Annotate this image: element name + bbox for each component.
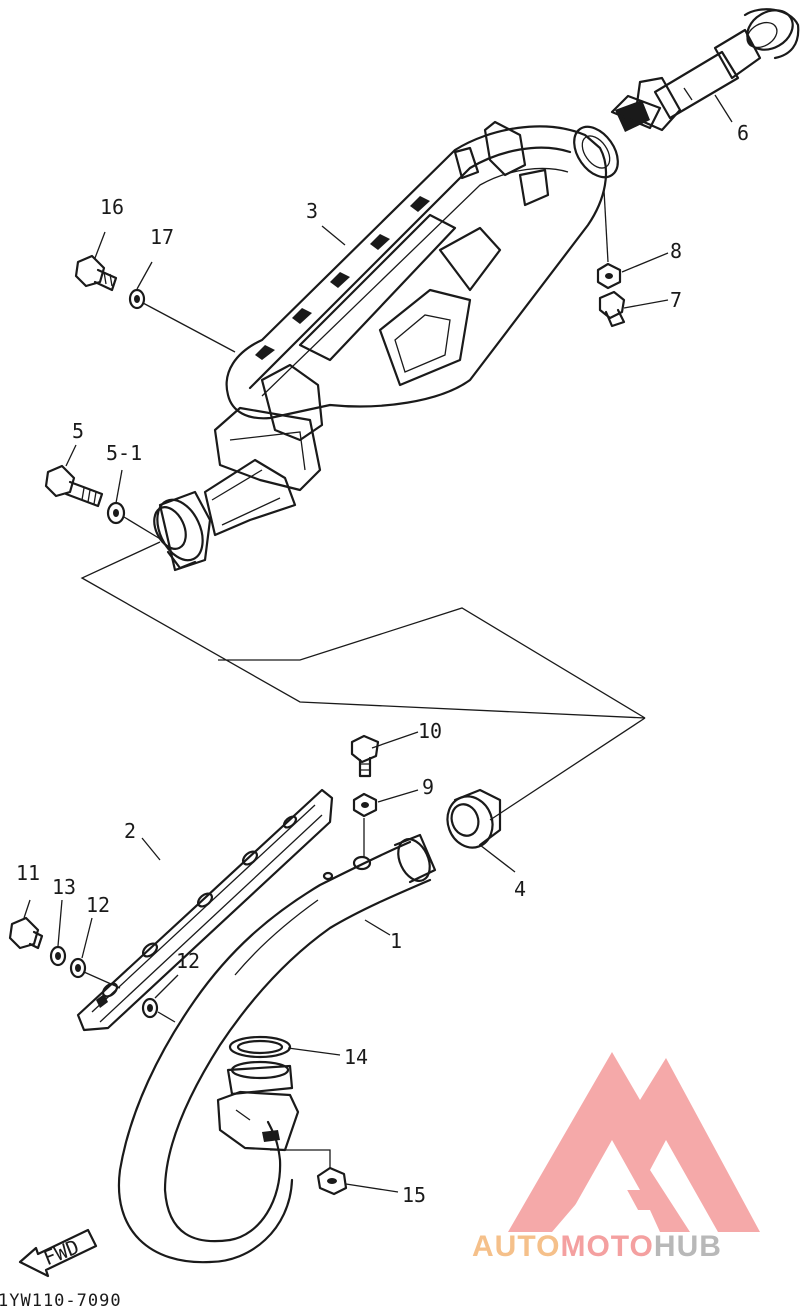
washer-17 [128, 288, 146, 310]
label-part-9: 9 [422, 775, 434, 799]
nut-9 [352, 792, 378, 818]
label-part-1: 1 [390, 929, 402, 953]
washer-5-1 [106, 501, 126, 525]
label-part-6: 6 [737, 121, 749, 145]
label-part-7: 7 [670, 288, 682, 312]
muffler [153, 120, 619, 572]
nut-8 [596, 262, 622, 290]
washer-12a [69, 957, 87, 979]
watermark-moto: MOTO [560, 1230, 653, 1263]
label-part-8: 8 [670, 239, 682, 263]
washer-13 [49, 945, 67, 967]
label-part-12b: 12 [176, 949, 200, 973]
label-part-10: 10 [418, 719, 442, 743]
bolt-16 [74, 254, 118, 292]
part-labels: 1 2 3 4 5 5-1 6 7 8 9 10 11 12 12 13 14 … [16, 121, 749, 1207]
label-part-11: 11 [16, 861, 40, 885]
watermark-logo-icon [508, 1052, 760, 1232]
fwd-label: FWD [40, 1234, 82, 1270]
assembly-guide [80, 541, 646, 719]
bolt-11 [8, 916, 44, 950]
label-part-13: 13 [52, 875, 76, 899]
label-part-3: 3 [306, 199, 318, 223]
bolt-5 [44, 464, 104, 508]
watermark-hub: HUB [654, 1230, 722, 1263]
watermark-auto: AUTO [472, 1230, 560, 1263]
watermark-brand: AUTOMOTOHUB [472, 1230, 722, 1263]
exhaust-flange [216, 1060, 300, 1152]
screw-7 [598, 290, 626, 328]
label-part-12a: 12 [86, 893, 110, 917]
nut-15 [316, 1166, 348, 1196]
automotohub-watermark: AUTOMOTOHUB [472, 1052, 760, 1263]
label-part-15: 15 [402, 1183, 426, 1207]
bolt-10 [350, 734, 380, 778]
washer-12b [141, 997, 159, 1019]
label-part-16: 16 [100, 195, 124, 219]
leader-lines-left [23, 717, 646, 1023]
leader-lines-bottom [270, 1047, 399, 1193]
label-part-5: 5 [72, 419, 84, 443]
fwd-arrow: FWD [18, 1228, 98, 1278]
drawing-code: 1YW110-7090 [0, 1291, 122, 1309]
exhaust-pipe [117, 833, 437, 1264]
label-part-4: 4 [514, 877, 526, 901]
label-part-17: 17 [150, 225, 174, 249]
tail-pipe [610, 8, 800, 132]
label-part-2: 2 [124, 819, 136, 843]
gasket-4 [446, 788, 502, 849]
label-part-14: 14 [344, 1045, 368, 1069]
gasket-14 [228, 1035, 292, 1059]
heat-shield [76, 788, 334, 1032]
leader-lines-top [65, 94, 733, 541]
label-part-5-1: 5-1 [106, 441, 142, 465]
